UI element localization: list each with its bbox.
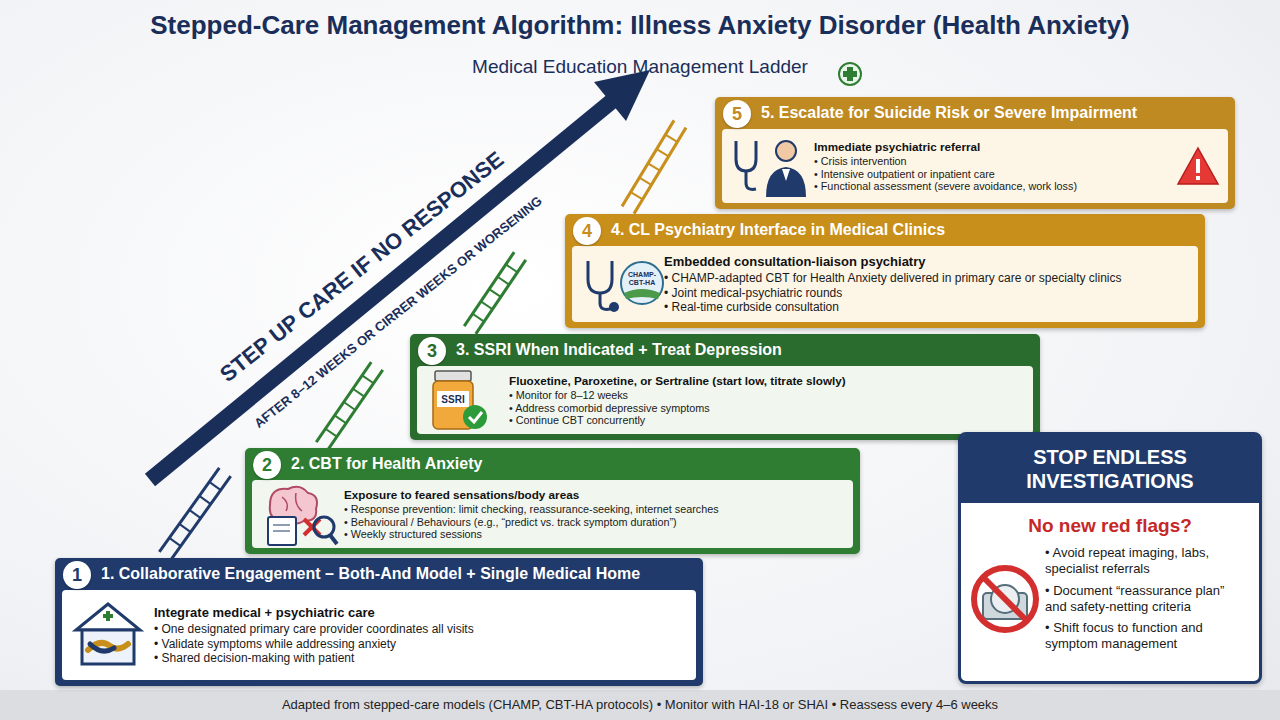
- step-detail-box: Exposure to feared sensations/body areas…: [252, 480, 853, 548]
- step-heading: 3. SSRI When Indicated + Treat Depressio…: [410, 334, 1040, 364]
- ladder-stroke: [665, 135, 677, 142]
- step-band: 5. Escalate for Suicide Risk or Severe I…: [715, 97, 1235, 209]
- brain-clipboard-icon: [260, 481, 340, 547]
- detail-heading: Immediate psychiatric referral: [814, 140, 1170, 153]
- ladder-stroke: [481, 301, 493, 309]
- bullet-text: • Address comorbid depressive symptoms: [509, 402, 1023, 414]
- bullet-text: • Weekly structured sessions: [344, 528, 843, 540]
- bullet-text: • Crisis intervention: [814, 155, 1170, 167]
- detail-heading: Embedded consultation-liaison psychiatry: [664, 254, 1188, 270]
- step-number: 2: [253, 451, 281, 479]
- doctor-stethoscope-icon: [730, 133, 810, 199]
- step-heading: 1. Collaborative Engagement – Both-And M…: [55, 558, 703, 588]
- detail-heading: Integrate medical + psychiatric care: [154, 605, 686, 621]
- diagram-title: Stepped-Care Management Algorithm: Illne…: [0, 10, 1280, 41]
- bullet-text: • Functional assessment (severe avoidanc…: [814, 180, 1170, 192]
- step-up-arrow-head: [594, 70, 650, 121]
- ladder-stroke: [464, 252, 514, 326]
- bullet-text: • Document “reassurance plan” and safety…: [1045, 583, 1249, 616]
- ladder-stroke: [325, 429, 337, 437]
- step-heading: 4. CL Psychiatry Interface in Medical Cl…: [565, 214, 1205, 244]
- step-band: 4. CL Psychiatry Interface in Medical Cl…: [565, 214, 1205, 328]
- plus-icon: [839, 63, 861, 85]
- step-number: 5: [723, 100, 751, 128]
- subtitle: Medical Education Management Ladder: [472, 56, 808, 78]
- step-number: 3: [418, 337, 446, 365]
- ladder-stroke: [657, 149, 669, 156]
- champ-logo-text: CHAMP- CBT-HA: [622, 271, 662, 286]
- bullet-text: • One designated primary care provider c…: [154, 622, 686, 636]
- step-number: 4: [573, 217, 601, 245]
- step-detail-box: Immediate psychiatric referral • Crisis i…: [722, 129, 1228, 203]
- ladder-stroke: [209, 482, 220, 490]
- bullet-text: • Intensive outpatient or inpatient care: [814, 168, 1170, 180]
- step-band: 1. Collaborative Engagement – Both-And M…: [55, 558, 703, 686]
- stop-heading: STOP ENDLESS INVESTIGATIONS: [961, 435, 1259, 503]
- step-band: 2. CBT for Health Anxiety Exposure to fe…: [245, 448, 860, 554]
- ladder-stroke: [648, 163, 660, 170]
- ladder-stroke: [179, 524, 190, 532]
- ladder-stroke: [473, 314, 485, 322]
- step-heading: 2. CBT for Health Anxiety: [245, 448, 860, 478]
- alert-triangle-icon: [1176, 146, 1220, 186]
- bottle-label: SSRI: [441, 394, 464, 405]
- bullet-text: • Continue CBT concurrently: [509, 414, 1023, 426]
- ladder-stroke: [199, 496, 210, 504]
- ladder-stroke: [335, 415, 347, 423]
- ladder-stroke: [639, 178, 651, 185]
- step-heading: 5. Escalate for Suicide Risk or Severe I…: [715, 97, 1235, 127]
- step-detail-box: Embedded consultation-liaison psychiatry…: [572, 246, 1198, 322]
- step-band: 3. SSRI When Indicated + Treat Depressio…: [410, 334, 1040, 440]
- footer-caption: Adapted from stepped-care models (CHAMP,…: [0, 690, 1280, 720]
- bullet-text: • Avoid repeat imaging, labs, specialist…: [1045, 545, 1249, 578]
- red-flag-question: No new red flags?: [961, 515, 1259, 537]
- ladder-stroke: [353, 389, 365, 397]
- detail-heading: Fluoxetine, Paroxetine, or Sertraline (s…: [509, 374, 1023, 387]
- stop-investigations-box: STOP ENDLESS INVESTIGATIONS No new red fl…: [958, 432, 1262, 684]
- ladder-stroke: [498, 277, 510, 285]
- bullet-text: • Response prevention: limit checking, r…: [344, 503, 843, 515]
- ladder-stroke: [622, 120, 674, 206]
- ladder-stroke: [489, 289, 501, 297]
- ladder-stroke: [506, 264, 518, 272]
- ladder-stroke: [362, 375, 374, 383]
- no-scan-icon: [969, 563, 1041, 635]
- bullet-text: • Shift focus to function and symptom ma…: [1045, 620, 1249, 653]
- bullet-text: • CHAMP-adapted CBT for Health Anxiety d…: [664, 271, 1188, 285]
- ladder-stroke: [344, 402, 356, 410]
- handshake-house-icon: [70, 600, 146, 670]
- ladder-stroke: [171, 476, 231, 560]
- step-detail-box: Integrate medical + psychiatric care• On…: [62, 590, 696, 680]
- step-number: 1: [63, 561, 91, 589]
- step-detail-box: Fluoxetine, Paroxetine, or Sertraline (s…: [417, 366, 1033, 434]
- ladder-stroke: [189, 510, 200, 518]
- bullet-text: • Shared decision-making with patient: [154, 651, 686, 665]
- detail-heading: Exposure to feared sensations/body areas: [344, 488, 843, 501]
- ladder-stroke: [631, 192, 643, 199]
- bullet-text: • Real-time curbside consultation: [664, 300, 1188, 314]
- bullet-text: • Joint medical-psychiatric rounds: [664, 286, 1188, 300]
- bullet-text: • Monitor for 8–12 weeks: [509, 389, 1023, 401]
- ladder-stroke: [169, 538, 180, 546]
- ladder-stroke: [634, 128, 686, 214]
- bullet-text: • Validate symptoms while addressing anx…: [154, 637, 686, 651]
- ladder-stroke: [328, 370, 383, 450]
- bullet-text: • Behavioural / Behaviours (e.g., “predi…: [344, 516, 843, 528]
- ladder-stroke: [159, 468, 219, 552]
